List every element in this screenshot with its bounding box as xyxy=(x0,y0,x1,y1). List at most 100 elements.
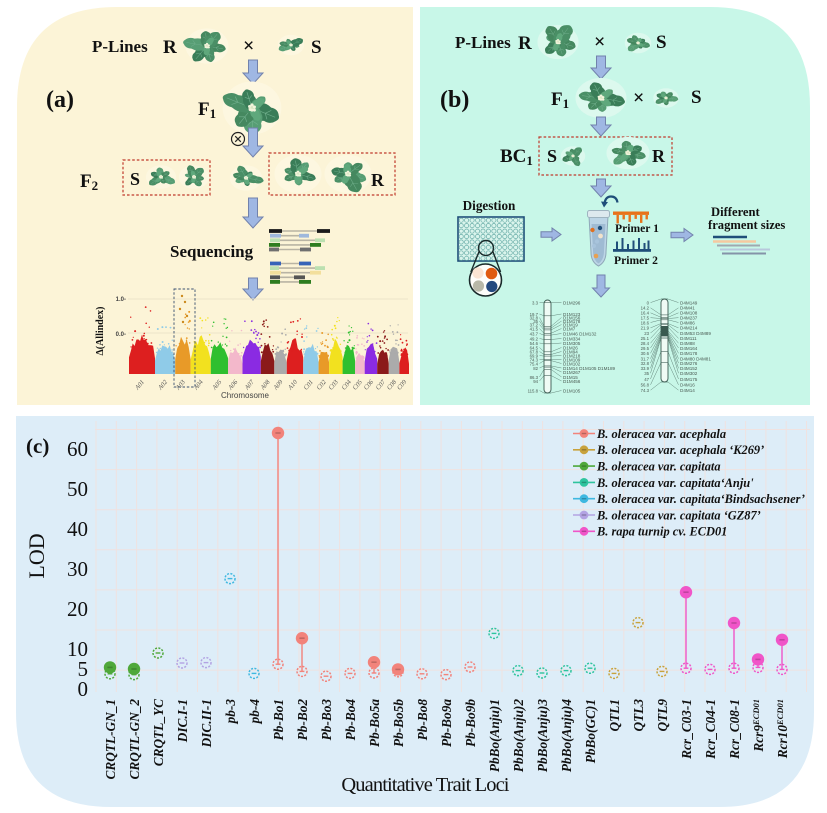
svg-text:R: R xyxy=(163,37,177,58)
svg-text:D4M80 D4M81: D4M80 D4M81 xyxy=(680,357,711,362)
svg-text:50: 50 xyxy=(67,477,88,501)
svg-text:20: 20 xyxy=(67,597,88,621)
svg-text:D1M178: D1M178 xyxy=(563,319,581,324)
svg-text:D4M302: D4M302 xyxy=(680,371,698,376)
svg-text:94: 94 xyxy=(533,379,538,384)
svg-text:S: S xyxy=(130,169,140,189)
svg-text:74.3: 74.3 xyxy=(641,388,650,393)
svg-text:B. oleracea var. capitata‘Anju: B. oleracea var. capitata‘Anju' xyxy=(596,476,754,490)
svg-text:19.7: 19.7 xyxy=(530,312,539,317)
svg-text:D1M94: D1M94 xyxy=(563,349,578,354)
svg-text:D4M14: D4M14 xyxy=(680,388,695,393)
svg-text:DIC.II-1: DIC.II-1 xyxy=(199,699,214,748)
svg-text:21.9: 21.9 xyxy=(641,326,650,331)
svg-text:Rcr_C04-1: Rcr_C04-1 xyxy=(703,699,718,760)
svg-text:Chromosome: Chromosome xyxy=(221,391,270,400)
svg-text:1.0-: 1.0- xyxy=(116,297,126,303)
svg-text:35: 35 xyxy=(533,319,538,324)
svg-text:QTL3: QTL3 xyxy=(631,699,646,732)
svg-text:D1M105: D1M105 xyxy=(563,388,581,393)
svg-text:D1M156: D1M156 xyxy=(563,315,581,320)
svg-text:×: × xyxy=(633,87,644,109)
svg-text:fragment sizes: fragment sizes xyxy=(708,218,785,232)
svg-text:D4M149: D4M149 xyxy=(680,300,698,305)
svg-text:BC1: BC1 xyxy=(500,146,533,168)
svg-text:D4M164: D4M164 xyxy=(680,346,698,351)
svg-text:S: S xyxy=(311,37,322,58)
svg-text:B. oleracea var. capitata ‘GZ8: B. oleracea var. capitata ‘GZ87’ xyxy=(596,508,761,522)
svg-text:Rcr_C08-1: Rcr_C08-1 xyxy=(727,699,742,760)
svg-text:D4M108: D4M108 xyxy=(680,311,698,316)
svg-text:D4M88: D4M88 xyxy=(680,341,695,346)
svg-text:D4M53 D4M89: D4M53 D4M89 xyxy=(680,331,711,336)
svg-text:33.9: 33.9 xyxy=(641,366,650,371)
svg-text:25.1: 25.1 xyxy=(641,336,650,341)
svg-text:41.5: 41.5 xyxy=(530,326,539,331)
svg-text:60: 60 xyxy=(67,437,88,461)
svg-text:23: 23 xyxy=(644,331,649,336)
svg-text:R: R xyxy=(518,33,532,54)
svg-text:86.3: 86.3 xyxy=(530,375,539,380)
svg-text:115.8: 115.8 xyxy=(528,388,539,393)
svg-text:S: S xyxy=(656,32,667,53)
svg-text:DIC.I-1: DIC.I-1 xyxy=(175,699,190,743)
svg-text:82: 82 xyxy=(533,366,538,371)
svg-text:43.7: 43.7 xyxy=(530,331,539,336)
svg-text:74.3: 74.3 xyxy=(530,357,539,362)
svg-text:47: 47 xyxy=(644,377,649,382)
svg-text:D1M26: D1M26 xyxy=(563,345,578,350)
svg-text:D1M305: D1M305 xyxy=(563,341,581,346)
svg-text:S: S xyxy=(547,146,557,166)
svg-text:R: R xyxy=(652,146,666,166)
svg-text:Pb-Bo5b: Pb-Bo5b xyxy=(391,699,406,747)
svg-text:16.4: 16.4 xyxy=(641,311,650,316)
svg-text:28.4: 28.4 xyxy=(641,341,650,346)
svg-text:D4M237: D4M237 xyxy=(680,316,698,321)
svg-text:17.5: 17.5 xyxy=(641,316,650,321)
svg-text:Rcr_C03-1: Rcr_C03-1 xyxy=(679,699,694,760)
svg-text:D1M15: D1M15 xyxy=(563,375,578,380)
svg-text:Pb-Bo5a: Pb-Bo5a xyxy=(367,699,382,747)
svg-text:14.2: 14.2 xyxy=(641,306,650,311)
svg-text:10: 10 xyxy=(67,637,88,661)
svg-text:35: 35 xyxy=(644,371,649,376)
svg-text:Pb-Bo9b: Pb-Bo9b xyxy=(463,699,478,747)
svg-text:18.6: 18.6 xyxy=(641,320,650,325)
svg-text:D4M178: D4M178 xyxy=(680,351,698,356)
svg-text:D1M456: D1M456 xyxy=(563,379,581,384)
svg-text:P-Lines: P-Lines xyxy=(455,33,511,52)
svg-text:P-Lines: P-Lines xyxy=(92,37,148,56)
svg-text:B. rapa turnip cv. ECD01: B. rapa turnip cv. ECD01 xyxy=(596,525,727,539)
svg-text:D4M16: D4M16 xyxy=(680,383,695,388)
svg-text:0.0-: 0.0- xyxy=(116,332,126,338)
svg-text:31.7: 31.7 xyxy=(641,357,650,362)
svg-text:54.6: 54.6 xyxy=(530,341,539,346)
svg-text:Primer 1: Primer 1 xyxy=(615,222,659,235)
svg-text:0: 0 xyxy=(78,677,89,701)
svg-text:D1M296: D1M296 xyxy=(563,300,581,305)
svg-text:pb-4: pb-4 xyxy=(247,699,262,725)
svg-text:D1M334: D1M334 xyxy=(563,336,581,341)
svg-text:D4M214: D4M214 xyxy=(680,326,698,331)
svg-text:(b): (b) xyxy=(440,87,469,113)
svg-text:(a): (a) xyxy=(46,87,74,113)
svg-text:Δ(Allindex): Δ(Allindex) xyxy=(95,306,106,355)
svg-text:Pb-Bo9a: Pb-Bo9a xyxy=(439,699,454,747)
svg-text:56.8: 56.8 xyxy=(641,383,650,388)
svg-text:PbBo(Anju)2: PbBo(Anju)2 xyxy=(511,699,526,772)
svg-text:S: S xyxy=(691,87,702,108)
svg-text:29.5: 29.5 xyxy=(641,346,650,351)
svg-text:QTL1: QTL1 xyxy=(607,699,622,732)
svg-text:Primer 2: Primer 2 xyxy=(614,254,658,267)
svg-text:67.8: 67.8 xyxy=(530,349,539,354)
svg-text:D1M102: D1M102 xyxy=(563,361,581,366)
svg-text:QTL9: QTL9 xyxy=(655,699,670,732)
svg-text:D4M152: D4M152 xyxy=(680,366,698,371)
svg-text:30.6: 30.6 xyxy=(641,351,650,356)
svg-text:49.2: 49.2 xyxy=(530,336,539,341)
svg-text:B. oleracea var. acephala: B. oleracea var. acephala xyxy=(596,427,726,441)
svg-text:R: R xyxy=(371,170,385,190)
svg-text:D4M276: D4M276 xyxy=(680,361,698,366)
svg-text:75.4: 75.4 xyxy=(530,361,539,366)
svg-text:D1M267: D1M267 xyxy=(563,370,581,375)
